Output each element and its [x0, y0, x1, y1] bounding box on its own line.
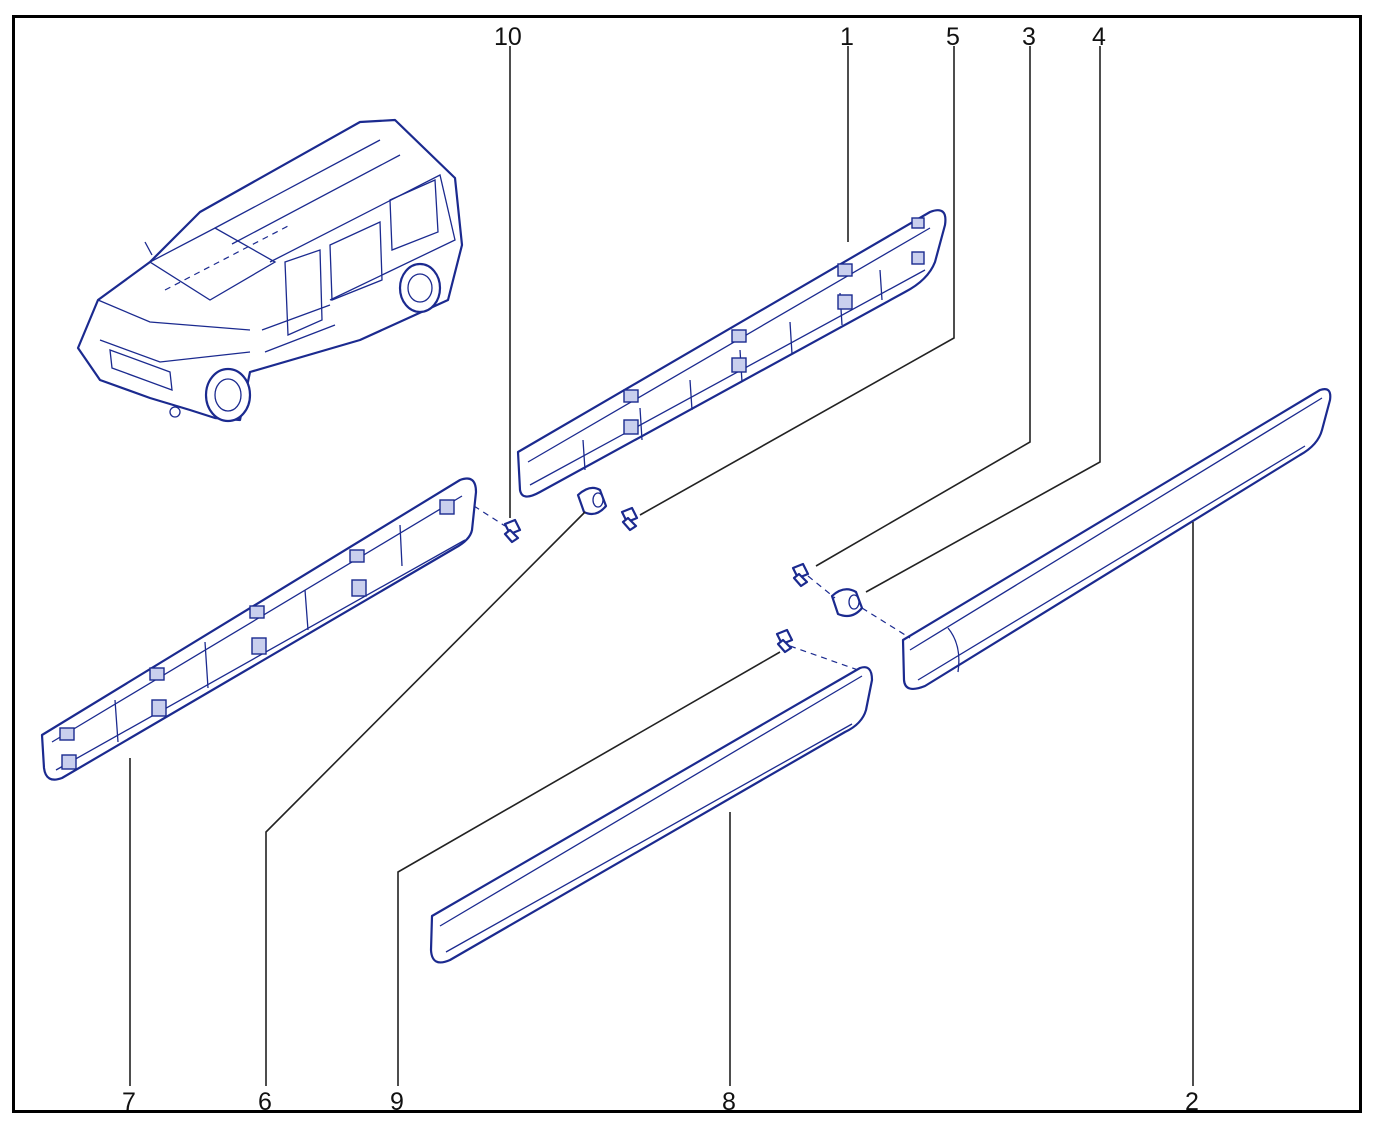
- callout-7: 7: [122, 1088, 136, 1116]
- callout-9: 9: [390, 1088, 404, 1116]
- moulding-part-1: [516, 209, 947, 498]
- fastener-part-5: [620, 506, 639, 532]
- moulding-part-2: [901, 388, 1332, 691]
- callout-5: 5: [946, 23, 960, 51]
- fastener-part-3: [791, 562, 810, 588]
- moulding-part-8: [429, 666, 874, 964]
- bushing-part-4: [830, 588, 864, 618]
- callout-8: 8: [722, 1088, 736, 1116]
- fastener-part-10: [503, 518, 522, 544]
- callout-2: 2: [1185, 1088, 1199, 1116]
- leader-lines: [129, 46, 1194, 1086]
- van-isometric-icon: [76, 118, 464, 423]
- callout-1: 1: [840, 23, 854, 51]
- callout-3: 3: [1022, 23, 1036, 51]
- callout-6: 6: [258, 1088, 272, 1116]
- fastener-part-9: [775, 628, 794, 654]
- bushing-part-6: [576, 486, 608, 516]
- callout-4: 4: [1092, 23, 1106, 51]
- callout-10: 10: [494, 23, 522, 51]
- moulding-part-7: [40, 477, 478, 781]
